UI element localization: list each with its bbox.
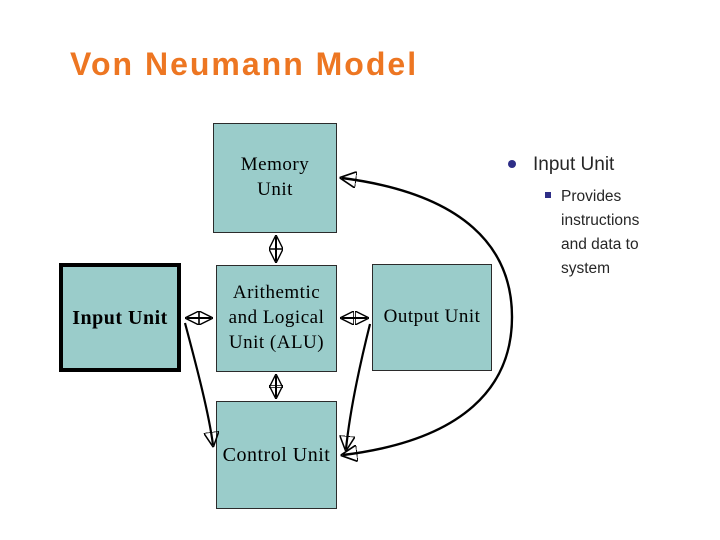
curve-output-control	[346, 323, 372, 449]
bullet-dot-icon	[508, 160, 516, 168]
curve-input-control	[183, 322, 213, 445]
input-unit-label: Input Unit	[72, 306, 168, 329]
input-unit-box: Input Unit	[59, 263, 181, 372]
control-unit-box: Control Unit	[216, 401, 337, 509]
slide-title: Von Neumann Model	[70, 46, 419, 82]
memory-unit-label: Memory Unit	[240, 154, 310, 200]
output-unit-box: Output Unit	[372, 264, 492, 371]
output-unit-label: Output Unit	[383, 306, 481, 328]
control-unit-label: Control Unit	[222, 444, 331, 466]
sub-bullet-square-icon	[545, 192, 551, 198]
sub-bullet-text: Provides instructions and data to system	[561, 188, 640, 277]
bullet-heading: Input Unit	[533, 154, 615, 175]
memory-unit-box: Memory Unit	[213, 123, 337, 233]
alu-label: Arithemtic and Logical Unit (ALU)	[228, 282, 325, 353]
alu-box: Arithemtic and Logical Unit (ALU)	[216, 265, 337, 372]
